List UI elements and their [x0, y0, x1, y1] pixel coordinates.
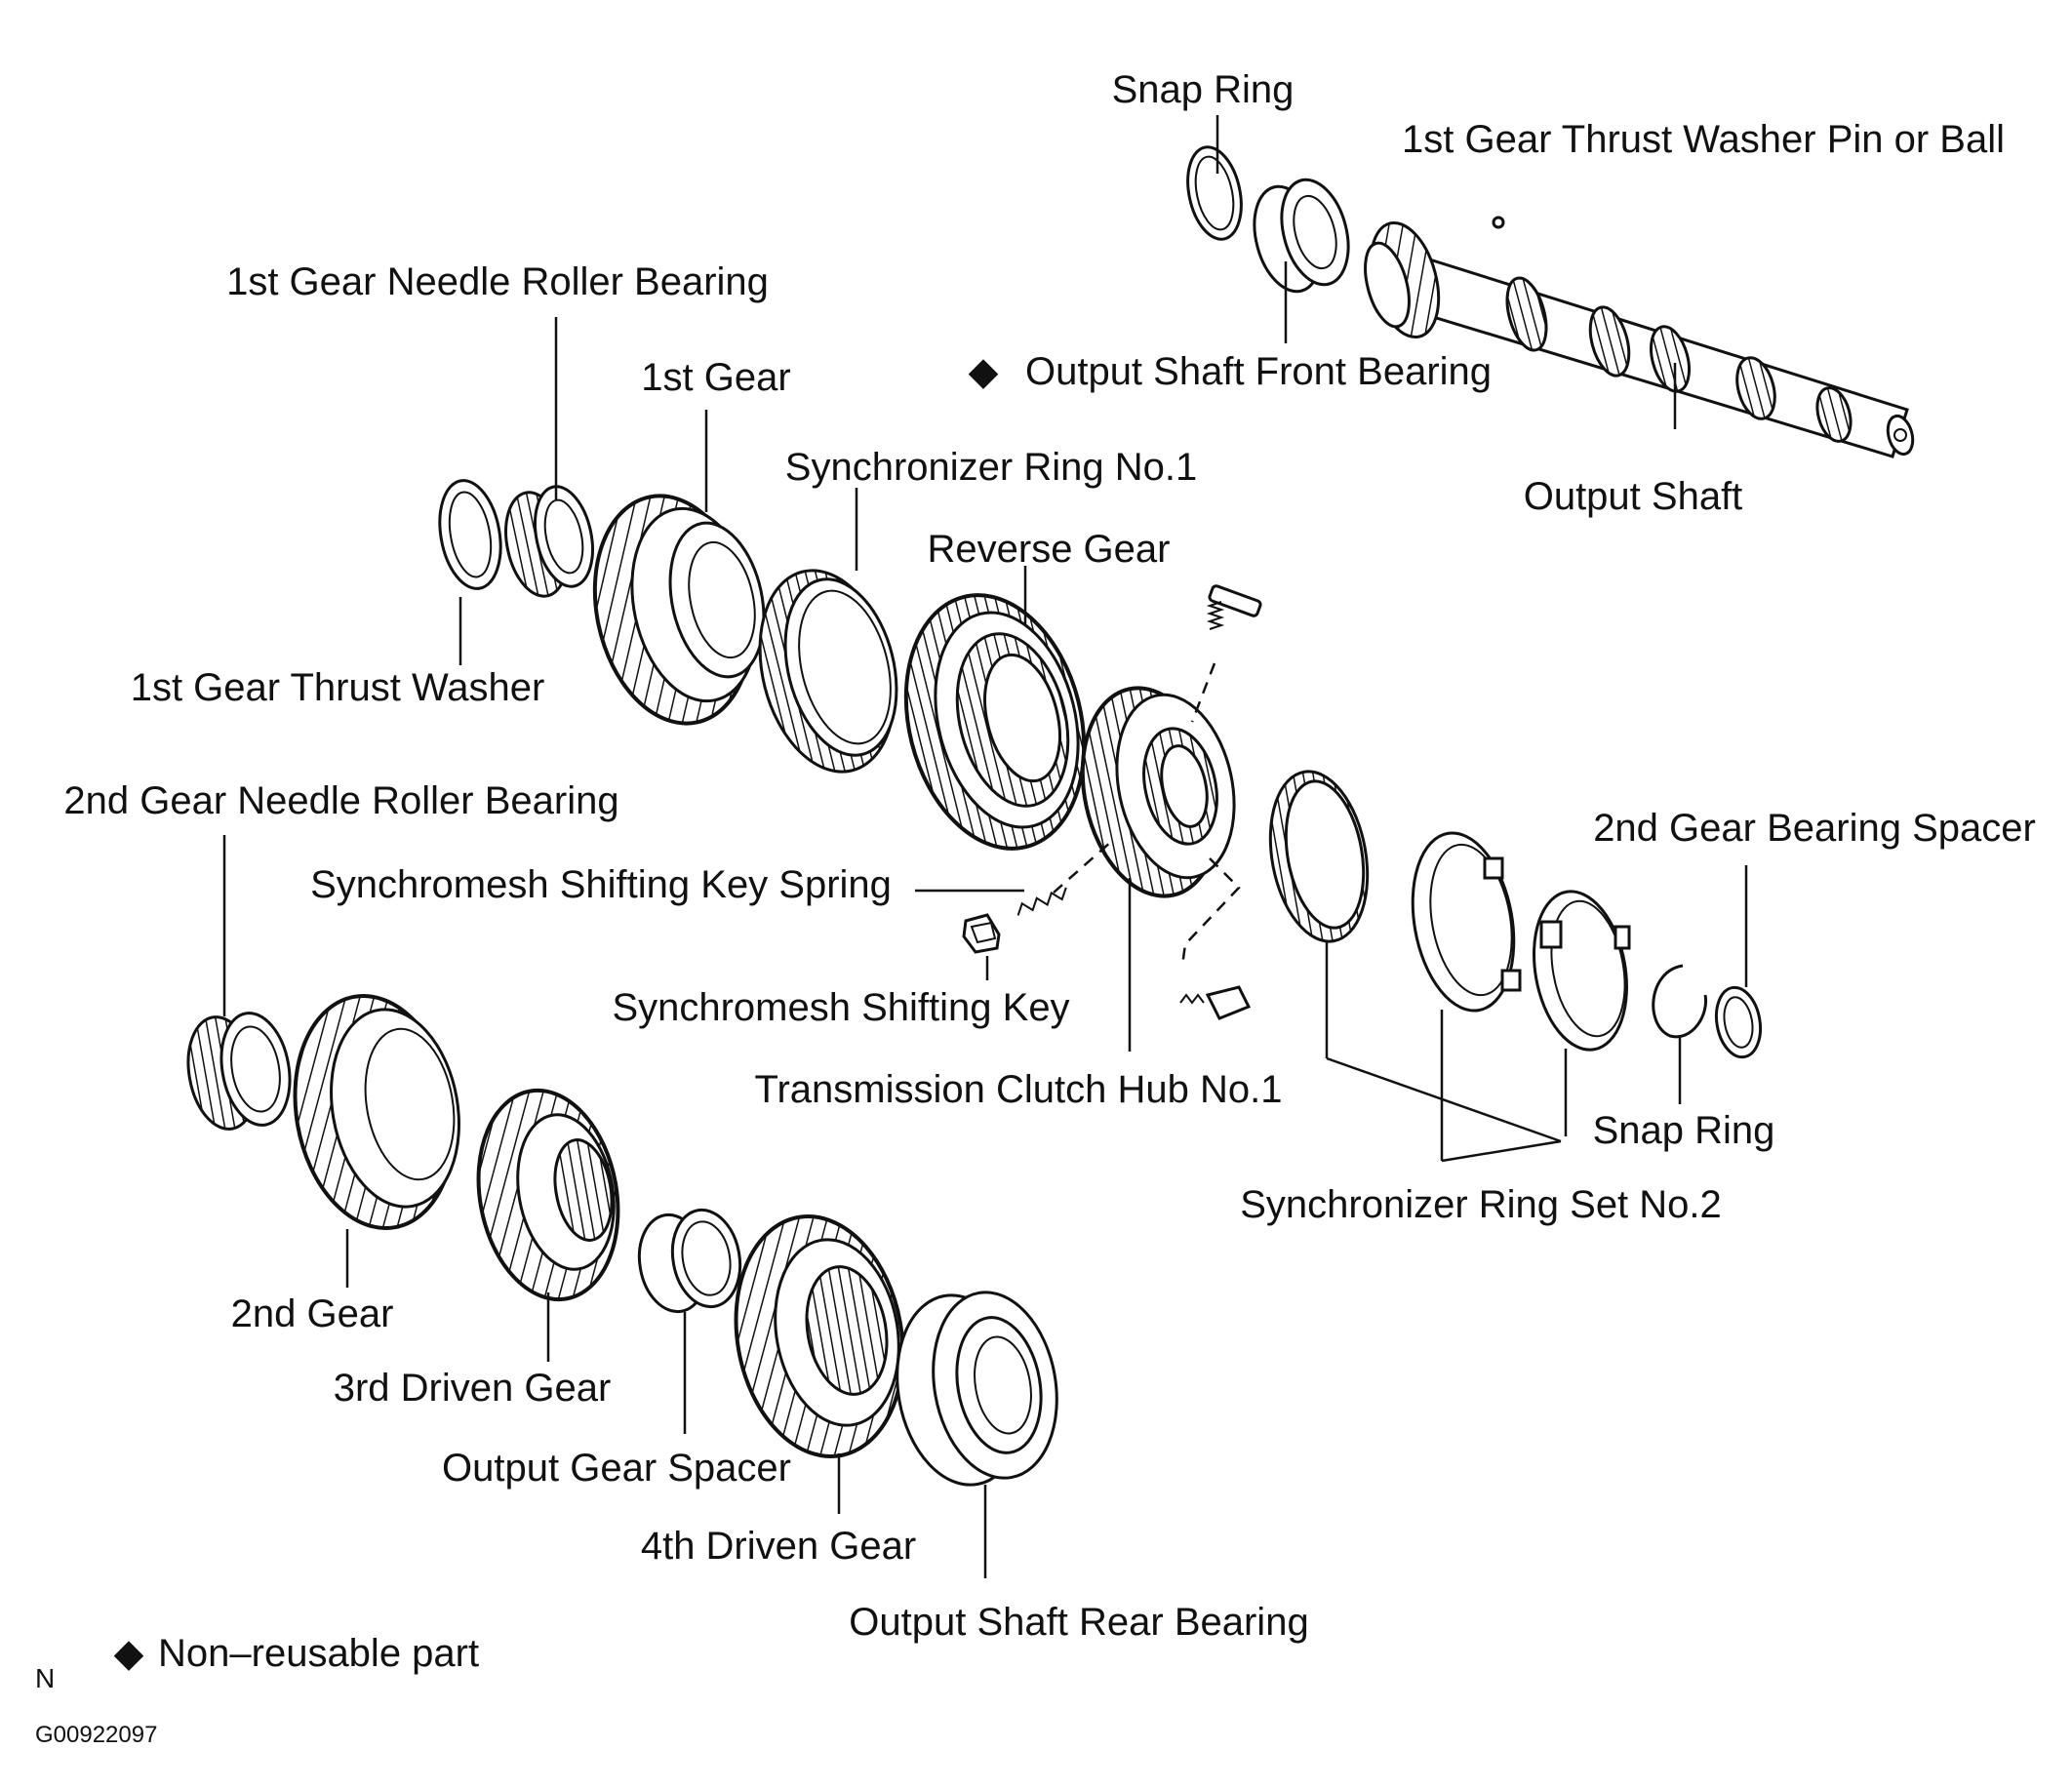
- rear-bearing-part: [896, 1291, 1058, 1487]
- needle-bearing-2nd-part: [186, 1012, 292, 1131]
- label-needle-bearing-2nd: 2nd Gear Needle Roller Bearing: [63, 779, 618, 822]
- dash-line-top: [1190, 662, 1216, 723]
- label-thrust-washer-1st: 1st Gear Thrust Washer: [131, 666, 545, 709]
- label-output-shaft: Output Shaft: [1524, 475, 1743, 518]
- key-spring-part: [1016, 887, 1067, 916]
- bearing-spacer-2nd-part: [1714, 985, 1763, 1059]
- label-key-spring: Synchromesh Shifting Key Spring: [310, 863, 892, 906]
- gear-2nd-part: [293, 994, 460, 1230]
- label-reverse-gear: Reverse Gear: [928, 528, 1171, 571]
- gear-1st-part: [592, 494, 766, 726]
- label-shifting-key: Synchromesh Shifting Key: [612, 986, 1069, 1029]
- leader-lines: [222, 115, 1748, 1578]
- corner-letter: N: [35, 1663, 55, 1693]
- label-thrust-washer-pin: 1st Gear Thrust Washer Pin or Ball: [1402, 118, 2005, 161]
- clutch-hub-part: [1080, 686, 1236, 898]
- legend-diamond-symbol: ◆: [114, 1632, 144, 1675]
- thrust-washer-1st-part: [438, 479, 502, 590]
- driven-gear-4th-part: [734, 1214, 905, 1458]
- sync-ring-set-2-part: [1268, 770, 1631, 1052]
- label-driven-gear-4th: 4th Driven Gear: [641, 1525, 916, 1568]
- label-needle-bearing-1st: 1st Gear Needle Roller Bearing: [226, 260, 769, 303]
- label-driven-gear-3rd: 3rd Driven Gear: [334, 1367, 612, 1410]
- front-bearing-part: [1253, 178, 1350, 294]
- output-gear-spacer-part: [637, 1208, 742, 1314]
- dash-line-left: [1053, 840, 1113, 894]
- key-bottom-part: [1179, 985, 1252, 1020]
- label-diamond-front-bearing: ◆: [969, 350, 999, 393]
- sync-ring-1-part: [758, 569, 898, 774]
- key-top-part: [1206, 584, 1262, 630]
- label-snap-ring-top: Snap Ring: [1112, 68, 1295, 111]
- label-bearing-spacer-2nd: 2nd Gear Bearing Spacer: [1593, 807, 2036, 850]
- label-front-bearing: Output Shaft Front Bearing: [1025, 350, 1492, 393]
- dash-line-right: [1180, 857, 1241, 967]
- label-output-gear-spacer: Output Gear Spacer: [442, 1447, 791, 1490]
- output-shaft-part: [1364, 220, 1915, 458]
- label-snap-ring-right: Snap Ring: [1593, 1109, 1775, 1152]
- label-rear-bearing: Output Shaft Rear Bearing: [849, 1601, 1308, 1644]
- shifting-key-part: [962, 913, 1001, 954]
- figure-code: G00922097: [35, 1722, 157, 1748]
- legend-text: Non–reusable part: [158, 1632, 479, 1675]
- snap-ring-top-part: [1186, 145, 1243, 241]
- label-clutch-hub: Transmission Clutch Hub No.1: [755, 1068, 1283, 1111]
- driven-gear-3rd-part: [476, 1088, 620, 1302]
- label-sync-ring-1: Synchronizer Ring No.1: [785, 446, 1197, 489]
- needle-bearing-1st-part: [504, 485, 594, 598]
- thrust-washer-pin-part: [1492, 216, 1505, 229]
- label-gear-2nd: 2nd Gear: [231, 1292, 394, 1335]
- snap-ring-right-part: [1652, 964, 1708, 1039]
- label-sync-ring-set-2: Synchronizer Ring Set No.2: [1240, 1183, 1722, 1226]
- reverse-gear-part: [903, 593, 1087, 851]
- label-gear-1st: 1st Gear: [641, 356, 790, 399]
